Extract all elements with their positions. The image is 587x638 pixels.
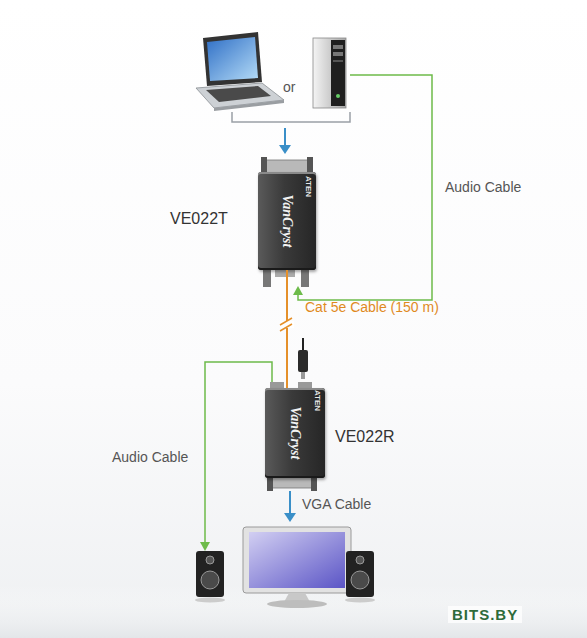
arrow-head	[200, 542, 210, 551]
video-arrow	[284, 128, 286, 146]
cable-label: Audio Cable	[112, 449, 188, 465]
watermark: BITS.BY	[448, 606, 522, 623]
cable-label: Audio Cable	[445, 179, 521, 195]
audio-cable-line	[205, 362, 272, 543]
bracket-line	[232, 112, 350, 122]
brand-logo: VanCryst	[287, 407, 303, 460]
brand-name: ATEN	[313, 390, 322, 411]
vga-arrow	[289, 491, 291, 514]
brand-name: ATEN	[304, 176, 313, 197]
cable-label: Cat 5e Cable (150 m)	[305, 299, 439, 315]
device-model-label: VE022R	[335, 428, 395, 446]
extender-device: VE022RVanCrystATEN	[265, 388, 325, 478]
brand-logo: VanCryst	[279, 195, 295, 248]
arrow-head	[279, 145, 291, 154]
connector-word: or	[283, 79, 295, 95]
arrow-head	[284, 513, 296, 522]
cat5e-cable	[286, 270, 288, 388]
extender-device: VE022TVanCrystATEN	[258, 172, 316, 270]
arrow-head	[293, 286, 303, 295]
audio-cable-line	[298, 75, 432, 300]
monitor-icon	[243, 527, 351, 608]
speaker-icon	[195, 551, 225, 603]
device-model-label: VE022T	[170, 210, 228, 228]
power-adapter-plug	[298, 338, 308, 379]
laptop-icon	[196, 32, 284, 111]
desktop-tower-icon	[313, 38, 346, 108]
speaker-icon	[345, 551, 375, 603]
cable-label: VGA Cable	[302, 496, 371, 512]
